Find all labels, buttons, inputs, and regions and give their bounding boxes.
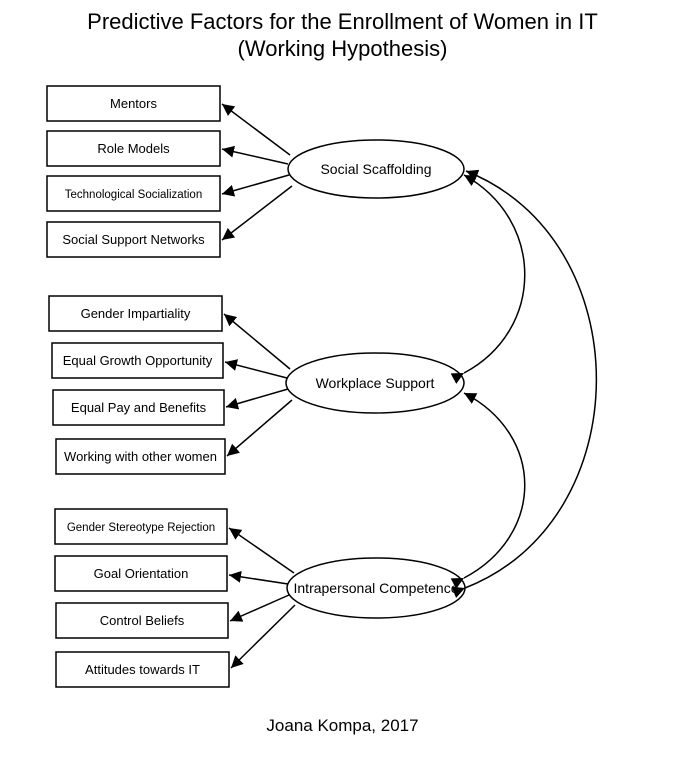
indicator-label: Gender Stereotype Rejection [67,522,215,534]
indicator-label: Goal Orientation [94,566,189,581]
latent-ellipse [287,139,465,199]
indicator-box [46,221,221,258]
indicator-label: Social Support Networks [62,232,205,247]
factor-social-scaffolding: Social Scaffolding Mentors Role Models T… [46,85,465,258]
indicator-box [46,85,221,122]
correlation-arrow [450,392,526,589]
factor-workplace-support: Workplace Support Gender Impartiality Eq… [48,295,465,475]
indicator-box [46,175,221,212]
indicator-box [55,651,230,688]
loading-arrow [228,527,295,574]
indicator-box [52,389,225,426]
loading-arrow [221,145,289,165]
indicator-label: Attitudes towards IT [85,662,200,677]
latent-label: Social Scaffolding [320,161,431,177]
indicator-label: Role Models [97,141,170,156]
loading-arrow [224,359,288,379]
correlation-arrow [451,169,598,598]
author-caption: Joana Kompa, 2017 [266,716,419,735]
indicator-label: Control Beliefs [100,613,185,628]
latent-label: Workplace Support [316,375,435,391]
loading-arrow [226,399,293,457]
latent-label: Intrapersonal Competence [294,580,459,596]
loading-arrow [223,313,291,370]
indicator-label: Gender Impartiality [81,306,191,321]
correlation-arrow [450,174,526,384]
loading-arrow [230,604,296,669]
indicator-box [55,602,229,639]
indicator-box [54,555,228,592]
indicator-box [46,130,221,167]
indicator-box [54,508,228,545]
title-line-1: Predictive Factors for the Enrollment of… [87,9,598,34]
indicator-label: Working with other women [64,449,217,464]
loading-arrow [228,570,289,585]
loading-arrow [221,185,293,241]
indicator-label: Equal Pay and Benefits [71,400,207,415]
factor-intrapersonal-competence: Intrapersonal Competence Gender Stereoty… [54,508,466,688]
loading-arrow [221,174,290,197]
loading-arrow [229,594,290,622]
indicator-label: Technological Socialization [65,189,202,201]
loading-arrow [221,103,291,156]
indicator-label: Mentors [110,96,157,111]
loading-arrow [225,388,289,410]
indicator-label: Equal Growth Opportunity [63,353,213,368]
indicator-box [51,342,224,379]
indicator-box [48,295,223,332]
diagram-title: Predictive Factors for the Enrollment of… [0,8,685,62]
indicator-box [55,438,226,475]
title-line-2: (Working Hypothesis) [237,36,448,61]
